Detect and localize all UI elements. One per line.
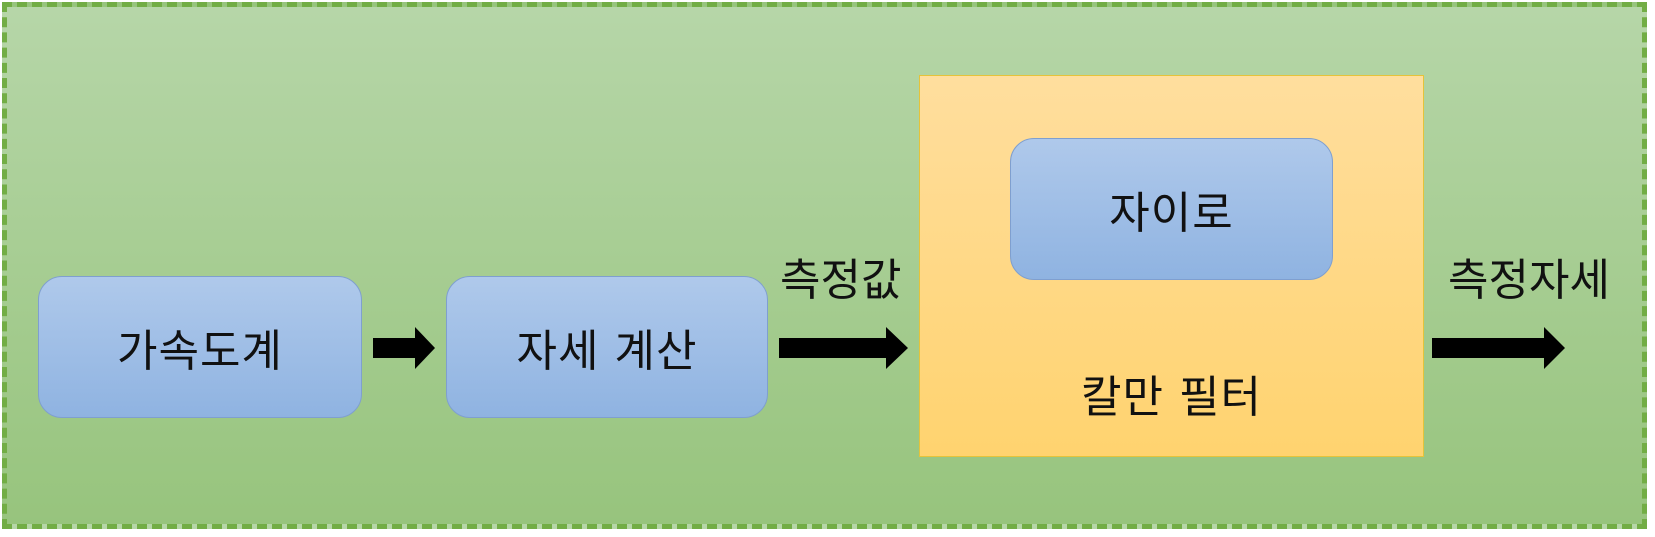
accelerometer-block: 가속도계 xyxy=(38,276,362,418)
accelerometer-label: 가속도계 xyxy=(117,326,283,377)
attitude-calc-label: 자세 계산 xyxy=(516,326,698,377)
attitude-calc-block: 자세 계산 xyxy=(446,276,768,418)
gyro-block: 자이로 xyxy=(1010,138,1333,280)
arrow-kalman-output xyxy=(1432,327,1565,369)
kalman-filter-block: 자이로 칼만 필터 xyxy=(919,75,1424,457)
measured-value-label: 측정값 xyxy=(780,255,902,306)
arrow-accelerometer-to-attitude xyxy=(373,327,435,369)
arrow-attitude-to-kalman xyxy=(779,327,908,369)
kalman-filter-label: 칼만 필터 xyxy=(1081,372,1262,423)
measured-attitude-label: 측정자세 xyxy=(1448,255,1610,306)
gyro-label: 자이로 xyxy=(1109,188,1234,239)
